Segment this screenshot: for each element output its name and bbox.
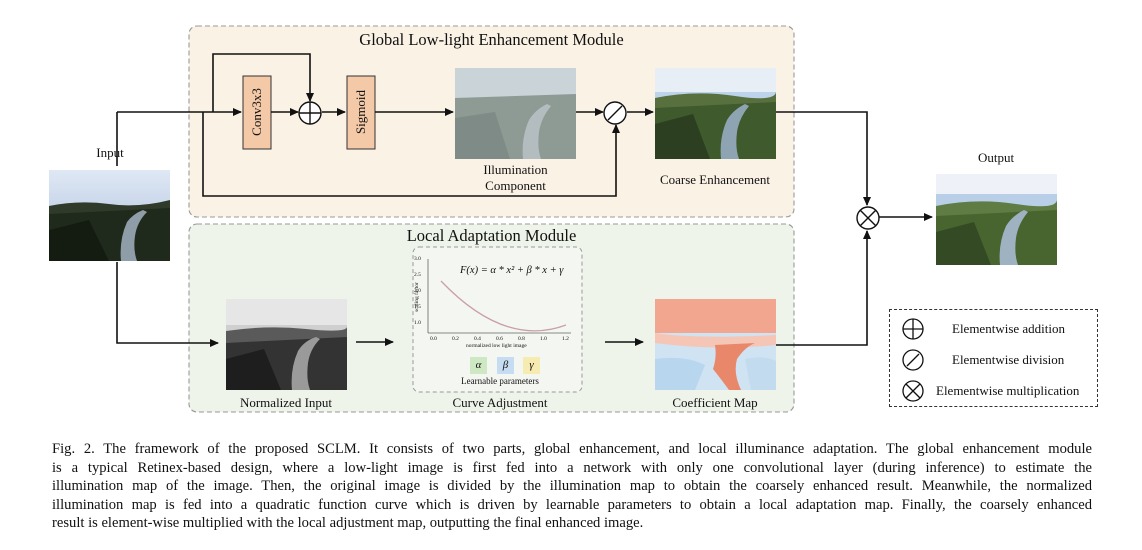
quadratic-curve xyxy=(440,280,567,332)
curve-xlabel: normalized low light image xyxy=(466,343,527,349)
caption-line: illumination map is fed into a quadratic… xyxy=(52,496,1092,513)
learnable-parameters-label: Learnable parameters xyxy=(461,376,539,386)
illumination-label-line1: Illumination xyxy=(483,162,548,177)
sigmoid-block xyxy=(346,75,376,150)
ytick: 2.5 xyxy=(414,272,421,278)
add-operator xyxy=(298,101,322,125)
legend-label: Elementwise addition xyxy=(952,321,1066,336)
legend-label: Elementwise division xyxy=(952,352,1065,367)
slash-circle-icon xyxy=(902,349,924,371)
coarse-enhancement-image xyxy=(655,68,776,159)
param-gamma: γ xyxy=(523,357,540,374)
sigmoid-label: Sigmoid xyxy=(353,89,368,135)
x-circle-icon xyxy=(902,380,924,402)
param-beta: β xyxy=(497,357,514,374)
legend-label: Elementwise multiplication xyxy=(936,383,1080,398)
ytick: 1.5 xyxy=(414,304,421,310)
ytick: 1.0 xyxy=(414,320,421,326)
curve-ylabel: scaling factor xyxy=(414,282,420,312)
ytick: 3.0 xyxy=(414,256,421,262)
output-image xyxy=(936,174,1057,265)
curve-formula: F(x) = α * x² + β * x + γ xyxy=(460,265,564,276)
multiply-operator xyxy=(856,206,880,230)
framework-diagram xyxy=(116,25,933,413)
caption-line: illumination map of the image. Then, the… xyxy=(52,478,1092,495)
xtick: 0.0 xyxy=(430,336,437,342)
illumination-image xyxy=(455,68,576,159)
curve-plot xyxy=(427,259,571,334)
local-module-title: Local Adaptation Module xyxy=(406,226,577,245)
conv-label: Conv3x3 xyxy=(249,88,264,136)
global-module-title: Global Low-light Enhancement Module xyxy=(359,30,624,49)
caption-line: is a typical Retinex-based design, where… xyxy=(52,459,1092,476)
xtick: 1.0 xyxy=(540,336,547,342)
param-alpha: α xyxy=(470,357,487,374)
coefficient-map-image xyxy=(655,299,776,390)
xtick: 1.2 xyxy=(562,336,569,342)
caption-line: Fig. 2. The framework of the proposed SC… xyxy=(52,441,1092,457)
figure-caption: Fig. 2. The framework of the proposed SC… xyxy=(52,440,1092,533)
divide-operator xyxy=(603,101,627,125)
curve-adjustment-label: Curve Adjustment xyxy=(452,395,548,410)
caption-line: result is element-wise multiplied with t… xyxy=(52,515,644,532)
output-label: Output xyxy=(977,150,1015,165)
operator-legend: Elementwise addition Elementwise divisio… xyxy=(889,309,1098,407)
coefficient-map-label: Coefficient Map xyxy=(672,395,758,410)
plus-circle-icon xyxy=(902,318,924,340)
xtick: 0.4 xyxy=(474,336,481,342)
normalized-input-label: Normalized Input xyxy=(239,395,333,410)
illumination-label-line2: Component xyxy=(485,178,546,193)
xtick: 0.6 xyxy=(496,336,503,342)
input-label: Input xyxy=(96,145,124,160)
curve-adjustment-box xyxy=(412,246,583,393)
normalized-input-image xyxy=(226,299,347,390)
coarse-enhancement-label: Coarse Enhancement xyxy=(659,172,771,187)
xtick: 0.8 xyxy=(518,336,525,342)
input-image xyxy=(49,170,170,261)
xtick: 0.2 xyxy=(452,336,459,342)
ytick: 2.0 xyxy=(414,288,421,294)
